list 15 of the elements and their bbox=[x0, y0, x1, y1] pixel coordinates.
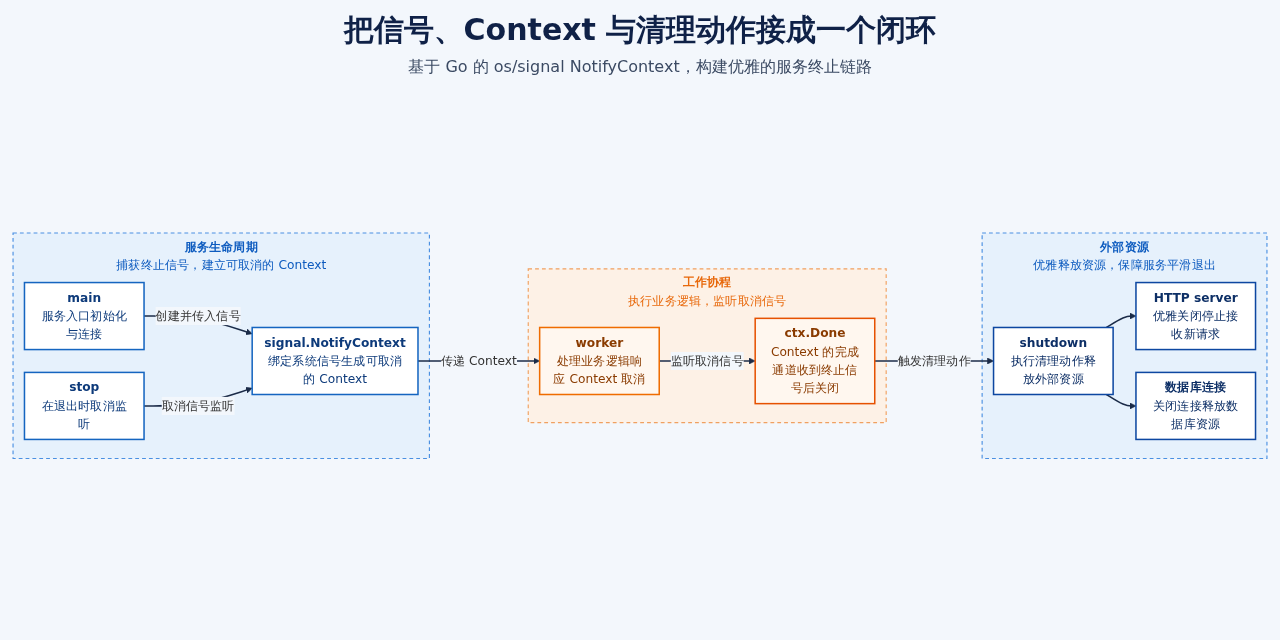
edge-label: 监听取消信号 bbox=[670, 353, 744, 369]
edge-label: 创建并传入信号 bbox=[155, 308, 241, 324]
node-box: stop 在退出时取消监听 bbox=[23, 371, 145, 441]
edge-label: 触发清理动作 bbox=[897, 353, 971, 369]
node-box: main 服务入口初始化与连接 bbox=[23, 282, 145, 351]
edge-label: 传递 Context bbox=[440, 353, 517, 369]
node-box: worker 处理业务逻辑响应 Context 取消 bbox=[538, 326, 660, 396]
node-box: 数据库连接 关闭连接释放数据库资源 bbox=[1135, 371, 1257, 441]
subtitle: 基于 Go 的 os/signal NotifyContext，构建优雅的服务终止链路 bbox=[408, 57, 872, 78]
node-box: HTTP server 优雅关闭停止接收新请求 bbox=[1135, 282, 1257, 351]
node-box: signal.NotifyContext 绑定系统信号生成可取消的 Context bbox=[251, 326, 419, 396]
edge-label: 取消信号监听 bbox=[161, 398, 235, 414]
node-box: shutdown 执行清理动作释放外部资源 bbox=[992, 326, 1114, 396]
node-box: ctx.Done Context 的完成通道收到终止信号后关闭 bbox=[754, 317, 876, 405]
title: 把信号、Context 与清理动作接成一个闭环 bbox=[343, 11, 937, 49]
